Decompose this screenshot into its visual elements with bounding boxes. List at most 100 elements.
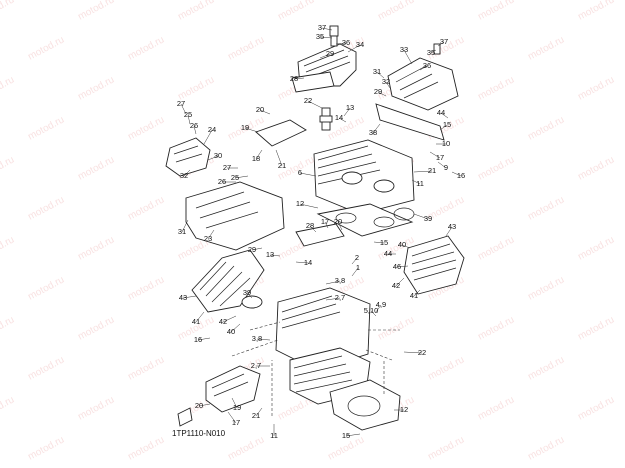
spark-plug-upper (319, 107, 333, 131)
leader-line (324, 221, 329, 229)
watermark-text: motod.ru (526, 194, 566, 222)
callout-label: 17 (232, 418, 240, 427)
leader-line (222, 315, 237, 323)
leader-line (345, 433, 361, 437)
watermark-text: motod.ru (26, 194, 66, 222)
callout-label: 29 (326, 49, 334, 58)
leader-line (430, 49, 437, 54)
watermark-text: motod.ru (476, 74, 516, 102)
watermark-text: motod.ru (176, 0, 216, 23)
callout-label: 16 (194, 335, 202, 344)
watermark-text: motod.ru (526, 34, 566, 62)
leader-line (451, 171, 462, 177)
callout-label: 15 (380, 238, 388, 247)
callout-label: 25 (231, 173, 239, 182)
watermark-text: motod.ru (576, 74, 616, 102)
callout-label: 15 (443, 120, 451, 129)
callout-label: 9 (444, 163, 448, 172)
watermark-text: motod.ru (226, 34, 266, 62)
cylinder-head-lower (275, 287, 371, 371)
callout-label: 5,10 (364, 306, 379, 315)
callout-label: 14 (335, 113, 343, 122)
watermark-text: motod.ru (76, 154, 116, 182)
leader-line (440, 112, 449, 119)
watermark-text: motod.ru (376, 0, 416, 23)
callout-label: 33 (400, 45, 408, 54)
watermark-text: motod.ru (26, 34, 66, 62)
leader-line (401, 244, 411, 249)
leader-line (197, 337, 211, 341)
watermark-text: motod.ru (476, 314, 516, 342)
leader-line (413, 289, 421, 297)
callout-label: 29 (374, 87, 382, 96)
watermark-text: motod.ru (426, 194, 466, 222)
leader-line (319, 53, 331, 59)
callout-label: 46 (393, 262, 401, 271)
watermark-text: motod.ru (0, 234, 16, 262)
watermark-text: motod.ru (126, 194, 166, 222)
watermark-text: motod.ru (426, 434, 466, 462)
leader-line (275, 149, 283, 167)
watermark-text: motod.ru (0, 154, 16, 182)
callout-label: 44 (437, 108, 445, 117)
callout-label: 43 (179, 293, 187, 302)
callout-label: 11 (416, 179, 424, 188)
callout-label: 26 (218, 177, 226, 186)
callout-label: 12 (400, 405, 408, 414)
leader-line (230, 323, 241, 333)
callout-label: 34 (356, 40, 364, 49)
watermark-text: motod.ru (476, 394, 516, 422)
leader-line (445, 226, 453, 237)
callout-label: 15 (342, 431, 350, 440)
watermark-text: motod.ru (26, 274, 66, 302)
watermark-text: motod.ru (126, 34, 166, 62)
leader-line (351, 257, 358, 265)
leader-line (180, 103, 187, 115)
leader-line (337, 221, 343, 231)
callout-label: 24 (208, 125, 216, 134)
head-gasket-upper (316, 203, 414, 237)
callout-label: 39 (424, 214, 432, 223)
leader-line (376, 71, 385, 79)
watermark-text: motod.ru (76, 234, 116, 262)
leader-line (396, 265, 409, 268)
watermark-text: motod.ru (126, 114, 166, 142)
watermark-text: motod.ru (526, 274, 566, 302)
leader-line (299, 172, 317, 177)
watermark-text: motod.ru (576, 154, 616, 182)
watermark-text: motod.ru (26, 354, 66, 382)
callout-label: 21 (428, 166, 436, 175)
callout-label: 36 (423, 61, 431, 70)
callout-label: 35 (427, 48, 435, 57)
leader-lines (180, 27, 462, 437)
rocker-cover-gasket (295, 223, 345, 247)
callout-label: 42 (392, 281, 400, 290)
leader-line (372, 123, 381, 134)
leader-line (335, 42, 347, 45)
watermark-text: motod.ru (226, 434, 266, 462)
head-gasket-lower (329, 379, 401, 431)
watermark-text: motod.ru (276, 0, 316, 23)
valve-cover-plate (255, 119, 307, 147)
leader-line (343, 107, 351, 117)
leader-line (309, 225, 317, 233)
callout-label: 13 (266, 250, 274, 259)
watermark-text: motod.ru (0, 0, 16, 23)
rear-head-cover-assembly (291, 25, 357, 93)
watermark-text: motod.ru (376, 314, 416, 342)
watermark-text: motod.ru (476, 234, 516, 262)
callout-label: 2,7 (251, 361, 261, 370)
leader-line (325, 297, 341, 301)
oring-gasket (241, 207, 415, 309)
leader-line (207, 155, 219, 161)
leader-line (231, 397, 238, 409)
leader-line (234, 175, 249, 179)
callout-label: 44 (384, 249, 392, 258)
watermark-text: motod.ru (576, 0, 616, 23)
callout-label: 31 (373, 67, 381, 76)
leader-line (437, 41, 445, 47)
leader-line (370, 310, 377, 317)
watermark-text: motod.ru (576, 314, 616, 342)
callout-label: 11 (270, 431, 278, 440)
